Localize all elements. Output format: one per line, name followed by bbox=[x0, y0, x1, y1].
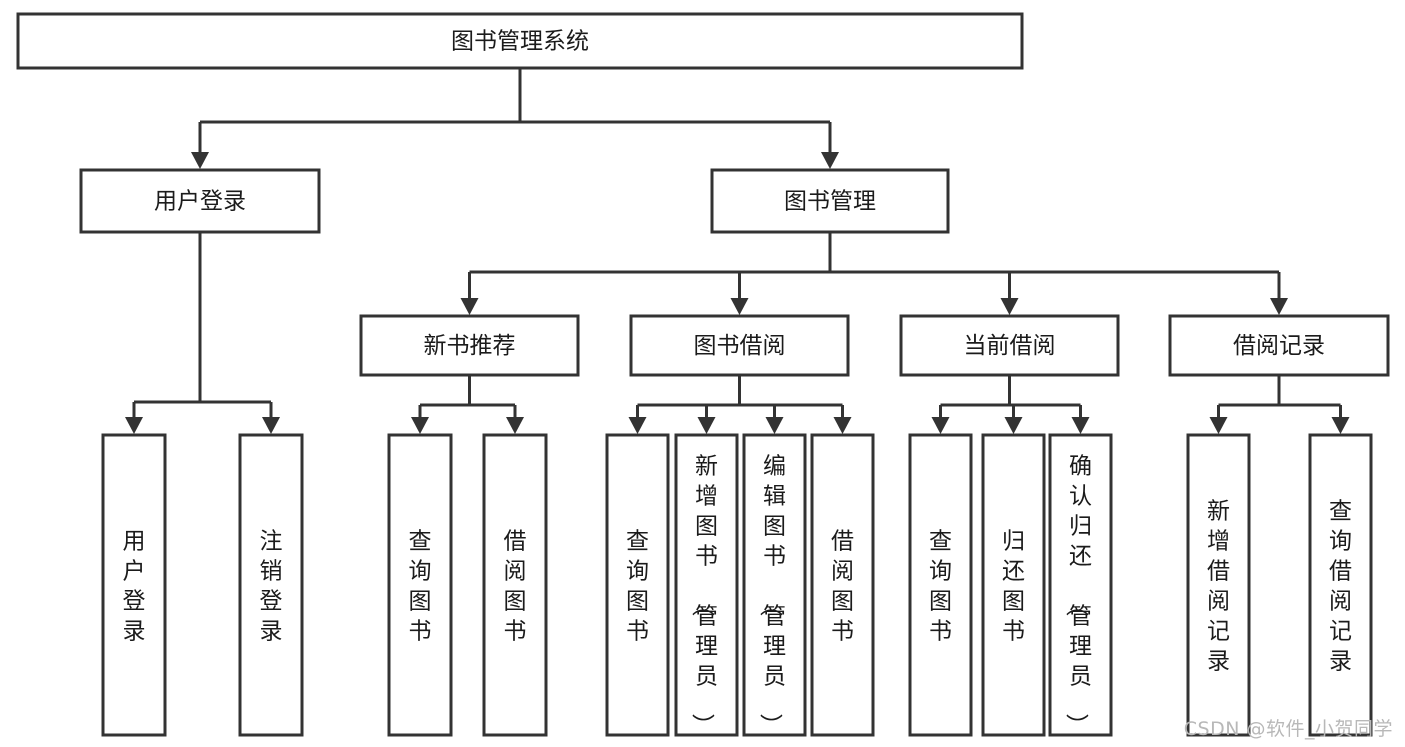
node-label-leaf-edit-book: 编辑图书（管理员） bbox=[757, 453, 786, 736]
node-leaf-add-record[interactable]: 新增借阅记录 bbox=[1186, 433, 1251, 737]
node-box-borrow-record bbox=[1168, 314, 1390, 377]
node-label-leaf-logout: 注销登录 bbox=[260, 528, 283, 644]
node-box-leaf-query-record bbox=[1308, 433, 1373, 737]
node-box-leaf-add-book bbox=[674, 433, 739, 737]
node-layer: 图书管理系统用户登录图书管理新书推荐图书借阅当前借阅借阅记录用户登录注销登录查询… bbox=[16, 12, 1390, 737]
node-box-leaf-borrow-book-1 bbox=[482, 433, 548, 737]
node-box-user-login bbox=[79, 168, 321, 234]
node-book-manage[interactable]: 图书管理 bbox=[710, 168, 950, 234]
node-box-leaf-user-login bbox=[101, 433, 167, 737]
node-box-leaf-query-book-3 bbox=[908, 433, 973, 737]
connector-layer bbox=[125, 68, 1350, 434]
node-new-book-recommend[interactable]: 新书推荐 bbox=[359, 314, 580, 377]
node-label-leaf-return-book: 归还图书 bbox=[1002, 528, 1025, 644]
node-label-leaf-query-book-1: 查询图书 bbox=[409, 528, 432, 644]
node-leaf-borrow-book-1[interactable]: 借阅图书 bbox=[482, 433, 548, 737]
node-box-leaf-confirm-return bbox=[1048, 433, 1113, 737]
node-box-leaf-edit-book bbox=[742, 433, 807, 737]
node-borrow-record[interactable]: 借阅记录 bbox=[1168, 314, 1390, 377]
node-leaf-query-book-2[interactable]: 查询图书 bbox=[605, 433, 670, 737]
node-label-leaf-add-book: 新增图书（管理员） bbox=[689, 453, 718, 736]
node-label-leaf-confirm-return: 确认归还（管理员） bbox=[1063, 453, 1092, 736]
node-label-leaf-query-record: 查询借阅记录 bbox=[1329, 498, 1352, 674]
node-label-new-book-recommend: 新书推荐 bbox=[424, 333, 516, 359]
node-box-leaf-query-book-1 bbox=[387, 433, 453, 737]
node-box-root bbox=[16, 12, 1024, 70]
node-leaf-query-book-1[interactable]: 查询图书 bbox=[387, 433, 453, 737]
node-box-leaf-query-book-2 bbox=[605, 433, 670, 737]
node-label-current-borrow: 当前借阅 bbox=[964, 333, 1056, 359]
node-box-leaf-return-book bbox=[981, 433, 1046, 737]
node-leaf-return-book[interactable]: 归还图书 bbox=[981, 433, 1046, 737]
node-label-leaf-query-book-3: 查询图书 bbox=[929, 528, 952, 644]
node-box-leaf-add-record bbox=[1186, 433, 1251, 737]
node-label-book-manage: 图书管理 bbox=[784, 189, 876, 215]
node-box-book-borrow bbox=[629, 314, 850, 377]
node-box-new-book-recommend bbox=[359, 314, 580, 377]
node-leaf-borrow-book-2[interactable]: 借阅图书 bbox=[810, 433, 875, 737]
node-leaf-edit-book[interactable]: 编辑图书（管理员） bbox=[742, 433, 807, 737]
node-book-borrow[interactable]: 图书借阅 bbox=[629, 314, 850, 377]
node-label-book-borrow: 图书借阅 bbox=[694, 333, 786, 359]
node-label-leaf-borrow-book-2: 借阅图书 bbox=[831, 528, 854, 644]
node-leaf-query-record[interactable]: 查询借阅记录 bbox=[1308, 433, 1373, 737]
node-root[interactable]: 图书管理系统 bbox=[16, 12, 1024, 70]
node-current-borrow[interactable]: 当前借阅 bbox=[899, 314, 1120, 377]
node-label-root: 图书管理系统 bbox=[451, 29, 589, 55]
node-label-leaf-user-login: 用户登录 bbox=[123, 528, 146, 644]
node-label-borrow-record: 借阅记录 bbox=[1233, 333, 1325, 359]
node-leaf-user-login[interactable]: 用户登录 bbox=[101, 433, 167, 737]
node-label-user-login: 用户登录 bbox=[154, 189, 246, 215]
node-user-login[interactable]: 用户登录 bbox=[79, 168, 321, 234]
node-box-leaf-logout bbox=[238, 433, 304, 737]
node-box-leaf-borrow-book-2 bbox=[810, 433, 875, 737]
node-leaf-query-book-3[interactable]: 查询图书 bbox=[908, 433, 973, 737]
node-label-leaf-borrow-book-1: 借阅图书 bbox=[504, 528, 527, 644]
node-leaf-add-book[interactable]: 新增图书（管理员） bbox=[674, 433, 739, 737]
node-leaf-logout[interactable]: 注销登录 bbox=[238, 433, 304, 737]
node-leaf-confirm-return[interactable]: 确认归还（管理员） bbox=[1048, 433, 1113, 737]
node-box-current-borrow bbox=[899, 314, 1120, 377]
node-label-leaf-add-record: 新增借阅记录 bbox=[1207, 498, 1230, 674]
node-label-leaf-query-book-2: 查询图书 bbox=[626, 528, 649, 644]
node-box-book-manage bbox=[710, 168, 950, 234]
